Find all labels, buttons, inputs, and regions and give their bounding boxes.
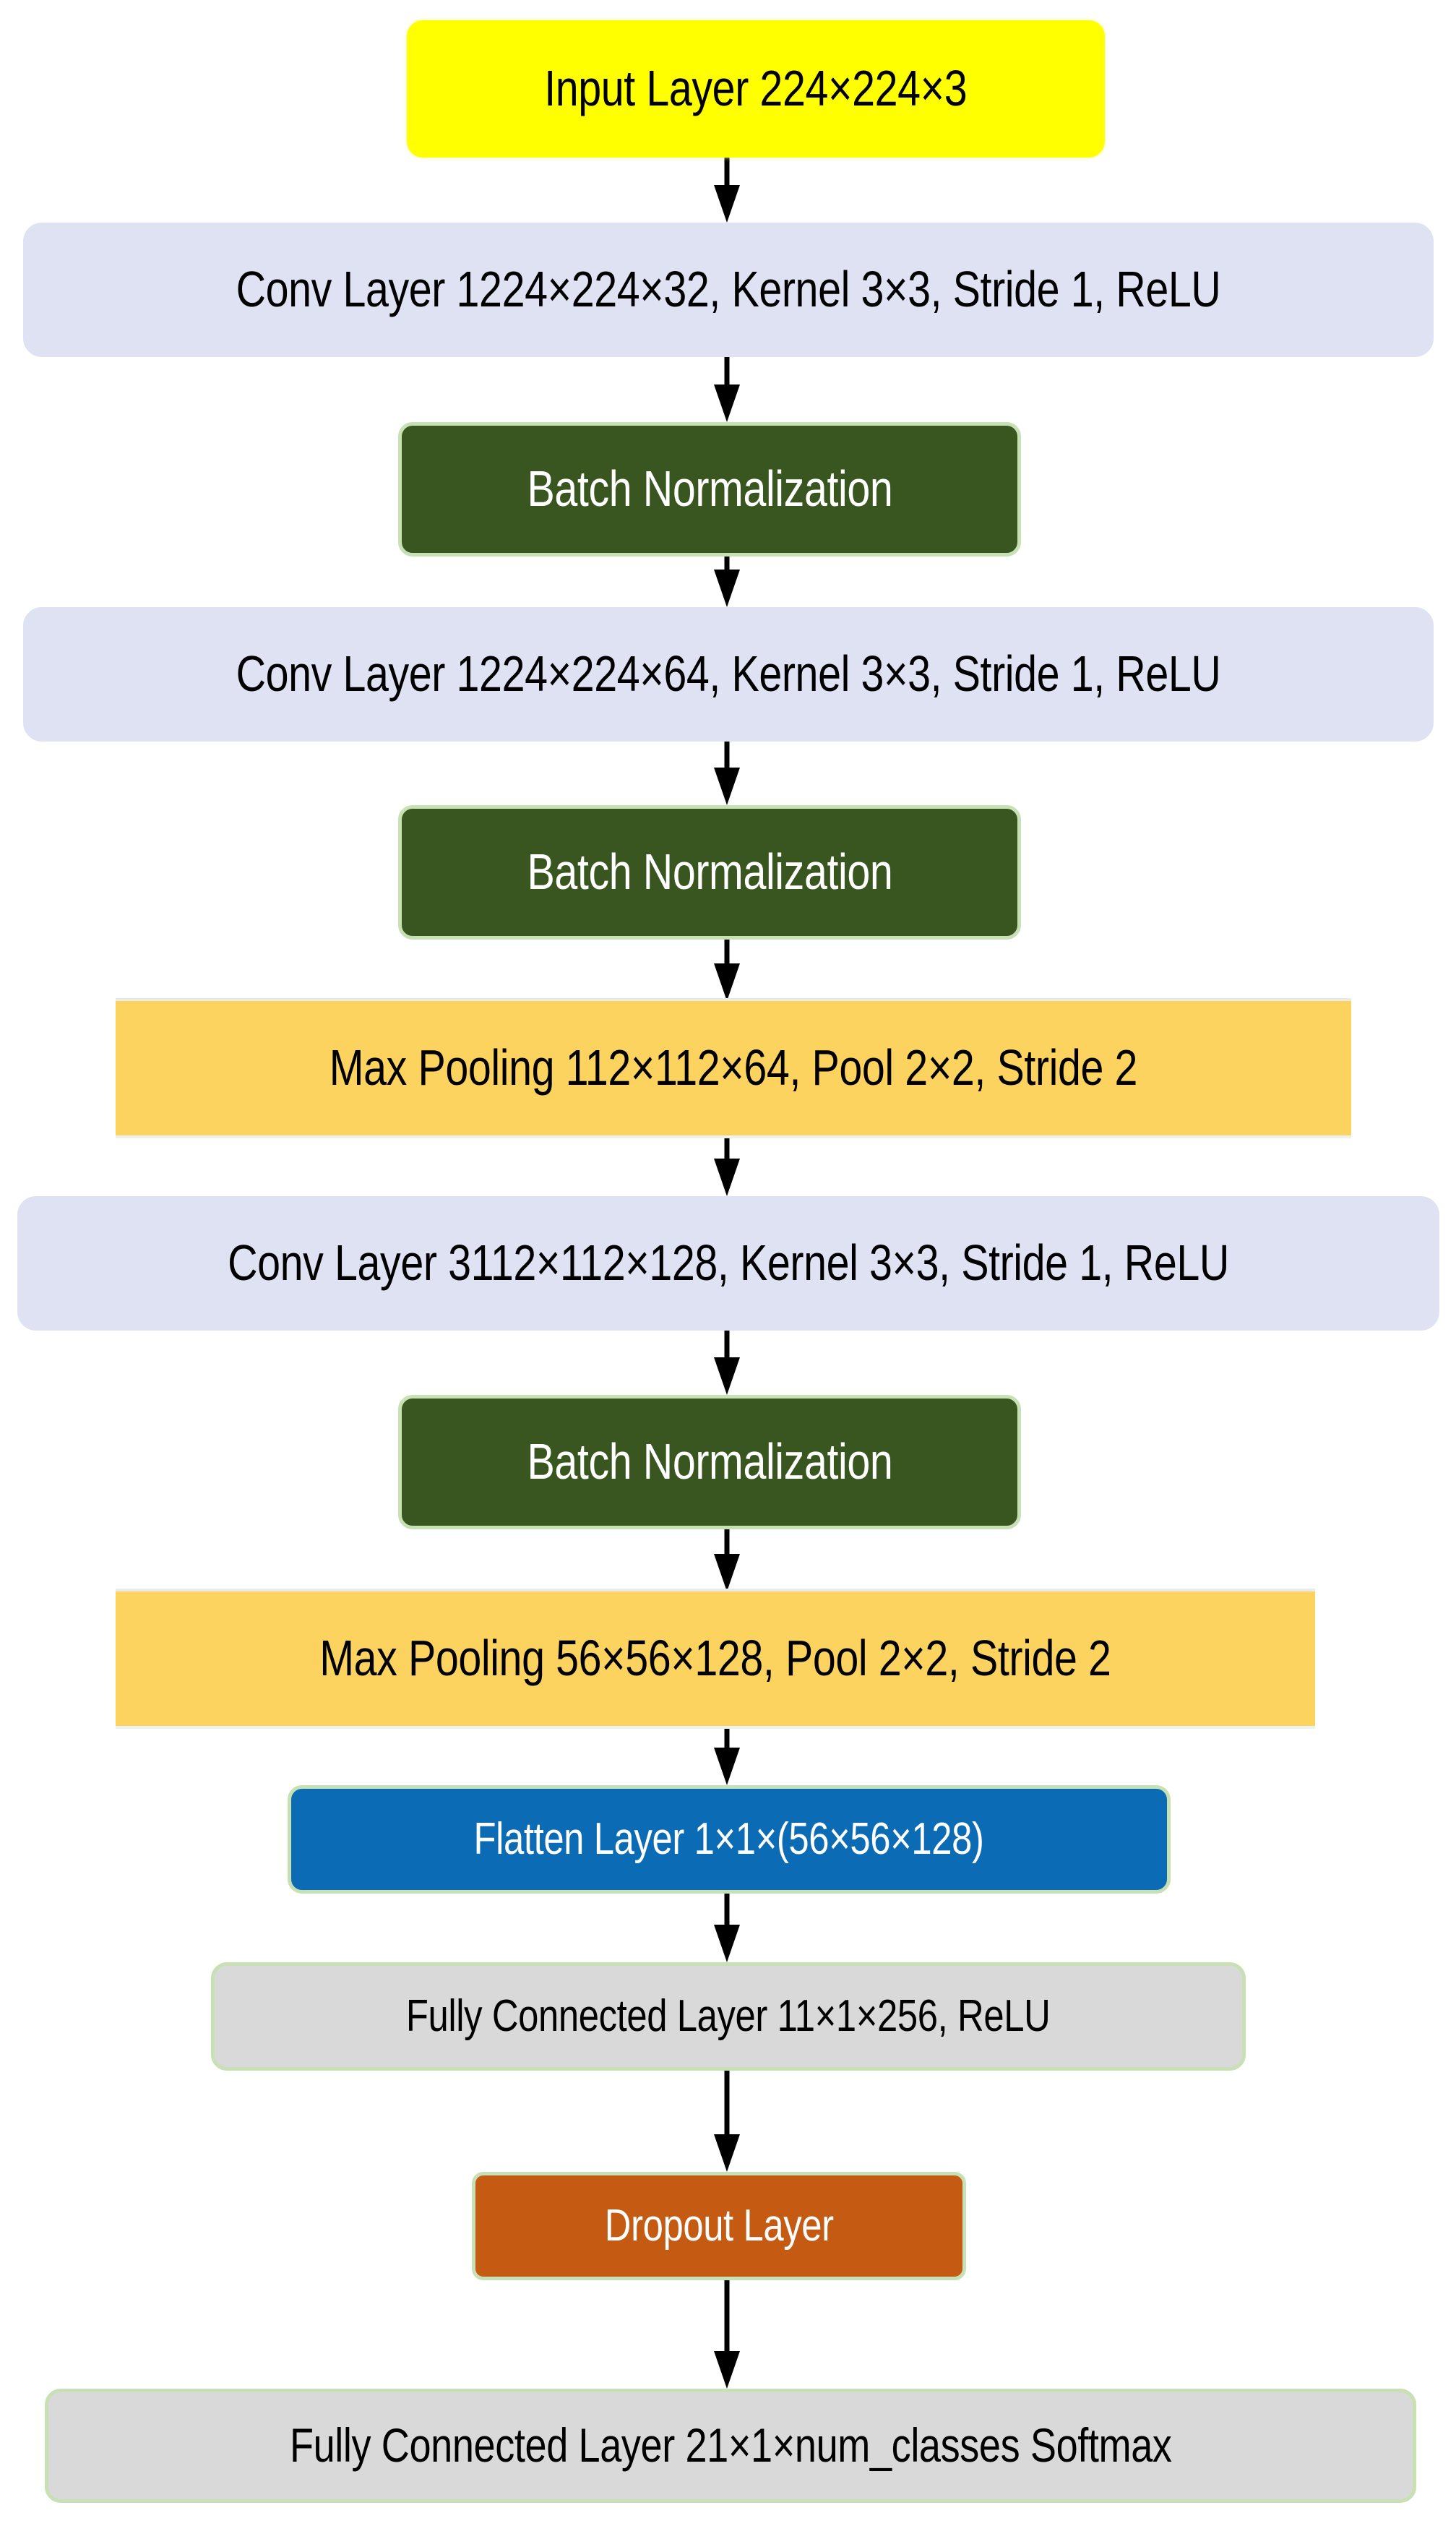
node-label-bn3: Batch Normalization bbox=[527, 1433, 892, 1490]
flow-arrow bbox=[712, 940, 742, 1001]
node-conv3[interactable]: Conv Layer 3112×112×128, Kernel 3×3, Str… bbox=[17, 1196, 1439, 1331]
node-label-bn1: Batch Normalization bbox=[527, 460, 892, 517]
flow-arrow bbox=[712, 1726, 742, 1785]
node-fc2[interactable]: Fully Connected Layer 21×1×num_classes S… bbox=[45, 2389, 1416, 2503]
node-fc1[interactable]: Fully Connected Layer 11×1×256, ReLU bbox=[211, 1962, 1246, 2071]
node-label-flatten: Flatten Layer 1×1×(56×56×128) bbox=[473, 1814, 985, 1865]
node-conv1[interactable]: Conv Layer 1224×224×32, Kernel 3×3, Stri… bbox=[23, 223, 1434, 357]
node-bn1[interactable]: Batch Normalization bbox=[398, 422, 1021, 557]
flow-arrow bbox=[712, 1894, 742, 1962]
node-input[interactable]: Input Layer 224×224×3 bbox=[407, 20, 1105, 158]
node-pool1[interactable]: Max Pooling 112×112×64, Pool 2×2, Stride… bbox=[116, 1001, 1351, 1135]
flow-arrow bbox=[712, 742, 742, 805]
flow-arrow bbox=[712, 158, 742, 223]
flow-arrow bbox=[712, 1331, 742, 1395]
flow-arrow bbox=[712, 2071, 742, 2172]
node-bn3[interactable]: Batch Normalization bbox=[398, 1395, 1021, 1529]
node-label-input: Input Layer 224×224×3 bbox=[544, 60, 968, 117]
flow-arrow bbox=[712, 1135, 742, 1196]
node-conv2[interactable]: Conv Layer 1224×224×64, Kernel 3×3, Stri… bbox=[23, 607, 1434, 742]
node-pool2[interactable]: Max Pooling 56×56×128, Pool 2×2, Stride … bbox=[116, 1591, 1315, 1726]
node-label-pool1: Max Pooling 112×112×64, Pool 2×2, Stride… bbox=[329, 1039, 1138, 1096]
flow-arrow bbox=[712, 2280, 742, 2389]
node-label-fc1: Fully Connected Layer 11×1×256, ReLU bbox=[406, 1991, 1051, 2042]
node-flatten[interactable]: Flatten Layer 1×1×(56×56×128) bbox=[288, 1785, 1171, 1894]
flow-arrow bbox=[712, 557, 742, 607]
node-label-conv3: Conv Layer 3112×112×128, Kernel 3×3, Str… bbox=[228, 1234, 1229, 1292]
node-dropout[interactable]: Dropout Layer bbox=[472, 2172, 966, 2280]
node-label-fc2: Fully Connected Layer 21×1×num_classes S… bbox=[289, 2418, 1172, 2473]
node-bn2[interactable]: Batch Normalization bbox=[398, 805, 1021, 940]
node-label-conv1: Conv Layer 1224×224×32, Kernel 3×3, Stri… bbox=[236, 261, 1221, 318]
flow-arrow bbox=[712, 357, 742, 422]
node-label-dropout: Dropout Layer bbox=[604, 2201, 834, 2251]
flow-arrow bbox=[712, 1529, 742, 1591]
node-label-conv2: Conv Layer 1224×224×64, Kernel 3×3, Stri… bbox=[236, 645, 1221, 703]
node-label-bn2: Batch Normalization bbox=[527, 843, 892, 901]
node-label-pool2: Max Pooling 56×56×128, Pool 2×2, Stride … bbox=[319, 1630, 1111, 1687]
